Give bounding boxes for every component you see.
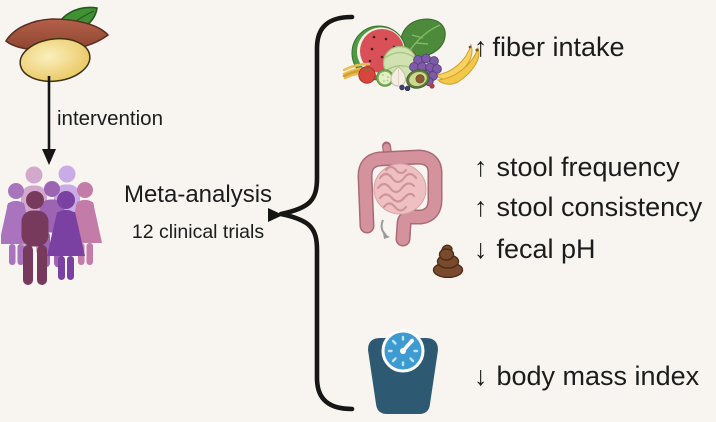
up-arrow-glyph: ↑: [474, 192, 488, 222]
study-population-icon: [1, 165, 102, 285]
down-arrow-glyph: ↓: [474, 361, 488, 391]
fruits-vegetables-icon: [342, 18, 480, 91]
outcome-label: fecal pH: [496, 234, 596, 264]
garlic-icon: [390, 66, 407, 87]
outcome-fiber-intake: ↑ fiber intake: [474, 32, 625, 63]
outcome-stool-frequency: ↑ stool frequency: [474, 152, 680, 183]
meta-analysis-label: Meta-analysis: [123, 181, 273, 208]
outcome-stool-consistency: ↑ stool consistency: [474, 192, 702, 223]
person-front-left: [21, 191, 49, 285]
outcome-fecal-ph: ↓ fecal pH: [474, 234, 596, 265]
cherry-icon: [429, 83, 435, 89]
appendix-icon: [380, 219, 387, 236]
up-arrow-glyph: ↑: [474, 32, 488, 62]
avocado-icon: [406, 69, 430, 89]
blueberries-icon: [399, 84, 411, 91]
intestine-icon: [357, 141, 443, 247]
down-arrow-icon: [42, 76, 56, 165]
outcome-body-mass-index: ↓ body mass index: [474, 361, 699, 392]
down-arrow-glyph: ↓: [474, 234, 488, 264]
up-arrow-glyph: ↑: [474, 152, 488, 182]
weight-scale-icon: [368, 329, 438, 414]
outcome-label: stool consistency: [496, 192, 703, 222]
right-arrow-icon: [112, 208, 283, 222]
stool-icon: [432, 244, 464, 278]
curly-brace-icon: [278, 14, 355, 412]
clinical-trials-label: 12 clinical trials: [131, 221, 265, 243]
outcome-label: fiber intake: [492, 32, 625, 62]
cucumber-slice-icon: [376, 69, 394, 87]
person-front-right: [47, 191, 85, 280]
banana-icon: [435, 43, 480, 85]
tomato-icon: [358, 66, 376, 84]
outcome-label: body mass index: [496, 361, 700, 391]
outcome-label: stool frequency: [496, 152, 680, 182]
sweet-potato-icon: [4, 6, 110, 83]
intervention-label: intervention: [57, 107, 163, 130]
